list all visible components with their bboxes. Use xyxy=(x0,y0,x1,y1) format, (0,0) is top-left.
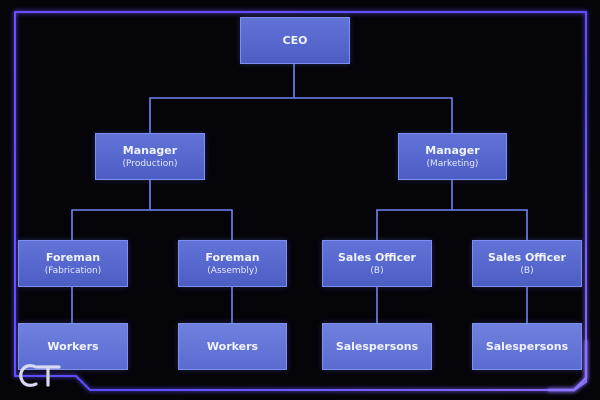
sales-officer-1-sub: (B) xyxy=(370,265,384,276)
foreman-fabrication-sub: (Fabrication) xyxy=(44,265,102,276)
manager-production-node: Manager (Production) xyxy=(95,133,205,180)
foreman-assembly-title: Foreman xyxy=(205,250,260,264)
sales-officer-2-sub: (B) xyxy=(520,265,534,276)
ceo-node: CEO xyxy=(240,17,350,64)
connector-ceo-to-managers xyxy=(149,64,453,133)
manager-production-title: Manager xyxy=(122,143,178,157)
ceo-title: CEO xyxy=(282,33,308,47)
workers-node-2: Workers xyxy=(178,323,287,370)
outer-frame xyxy=(14,11,587,391)
foreman-assembly-node: Foreman (Assembly) xyxy=(178,240,287,287)
frame-corner-highlight xyxy=(548,340,588,392)
workers-node-1: Workers xyxy=(18,323,128,370)
sales-officer-node-2: Sales Officer (B) xyxy=(472,240,582,287)
workers-1-title: Workers xyxy=(47,339,99,353)
salespersons-node-1: Salespersons xyxy=(322,323,432,370)
foreman-assembly-sub: (Assembly) xyxy=(207,265,258,276)
connector-manager-marketing-to-sales-officers xyxy=(376,180,528,240)
connector-manager-production-to-foremen xyxy=(71,180,233,240)
sales-officer-node-1: Sales Officer (B) xyxy=(322,240,432,287)
salespersons-node-2: Salespersons xyxy=(472,323,582,370)
ct-logo-icon xyxy=(19,364,61,387)
sales-officer-1-title: Sales Officer xyxy=(338,250,416,264)
salespersons-2-title: Salespersons xyxy=(485,339,569,353)
manager-marketing-node: Manager (Marketing) xyxy=(398,133,507,180)
sales-officer-2-title: Sales Officer xyxy=(488,250,566,264)
connector-lines xyxy=(71,64,528,323)
foreman-fabrication-node: Foreman (Fabrication) xyxy=(18,240,128,287)
manager-marketing-sub: (Marketing) xyxy=(426,158,479,169)
foreman-fabrication-title: Foreman xyxy=(45,250,101,264)
manager-production-sub: (Production) xyxy=(122,158,178,169)
manager-marketing-title: Manager xyxy=(425,143,480,157)
workers-2-title: Workers xyxy=(206,339,259,353)
salespersons-1-title: Salespersons xyxy=(335,339,419,353)
